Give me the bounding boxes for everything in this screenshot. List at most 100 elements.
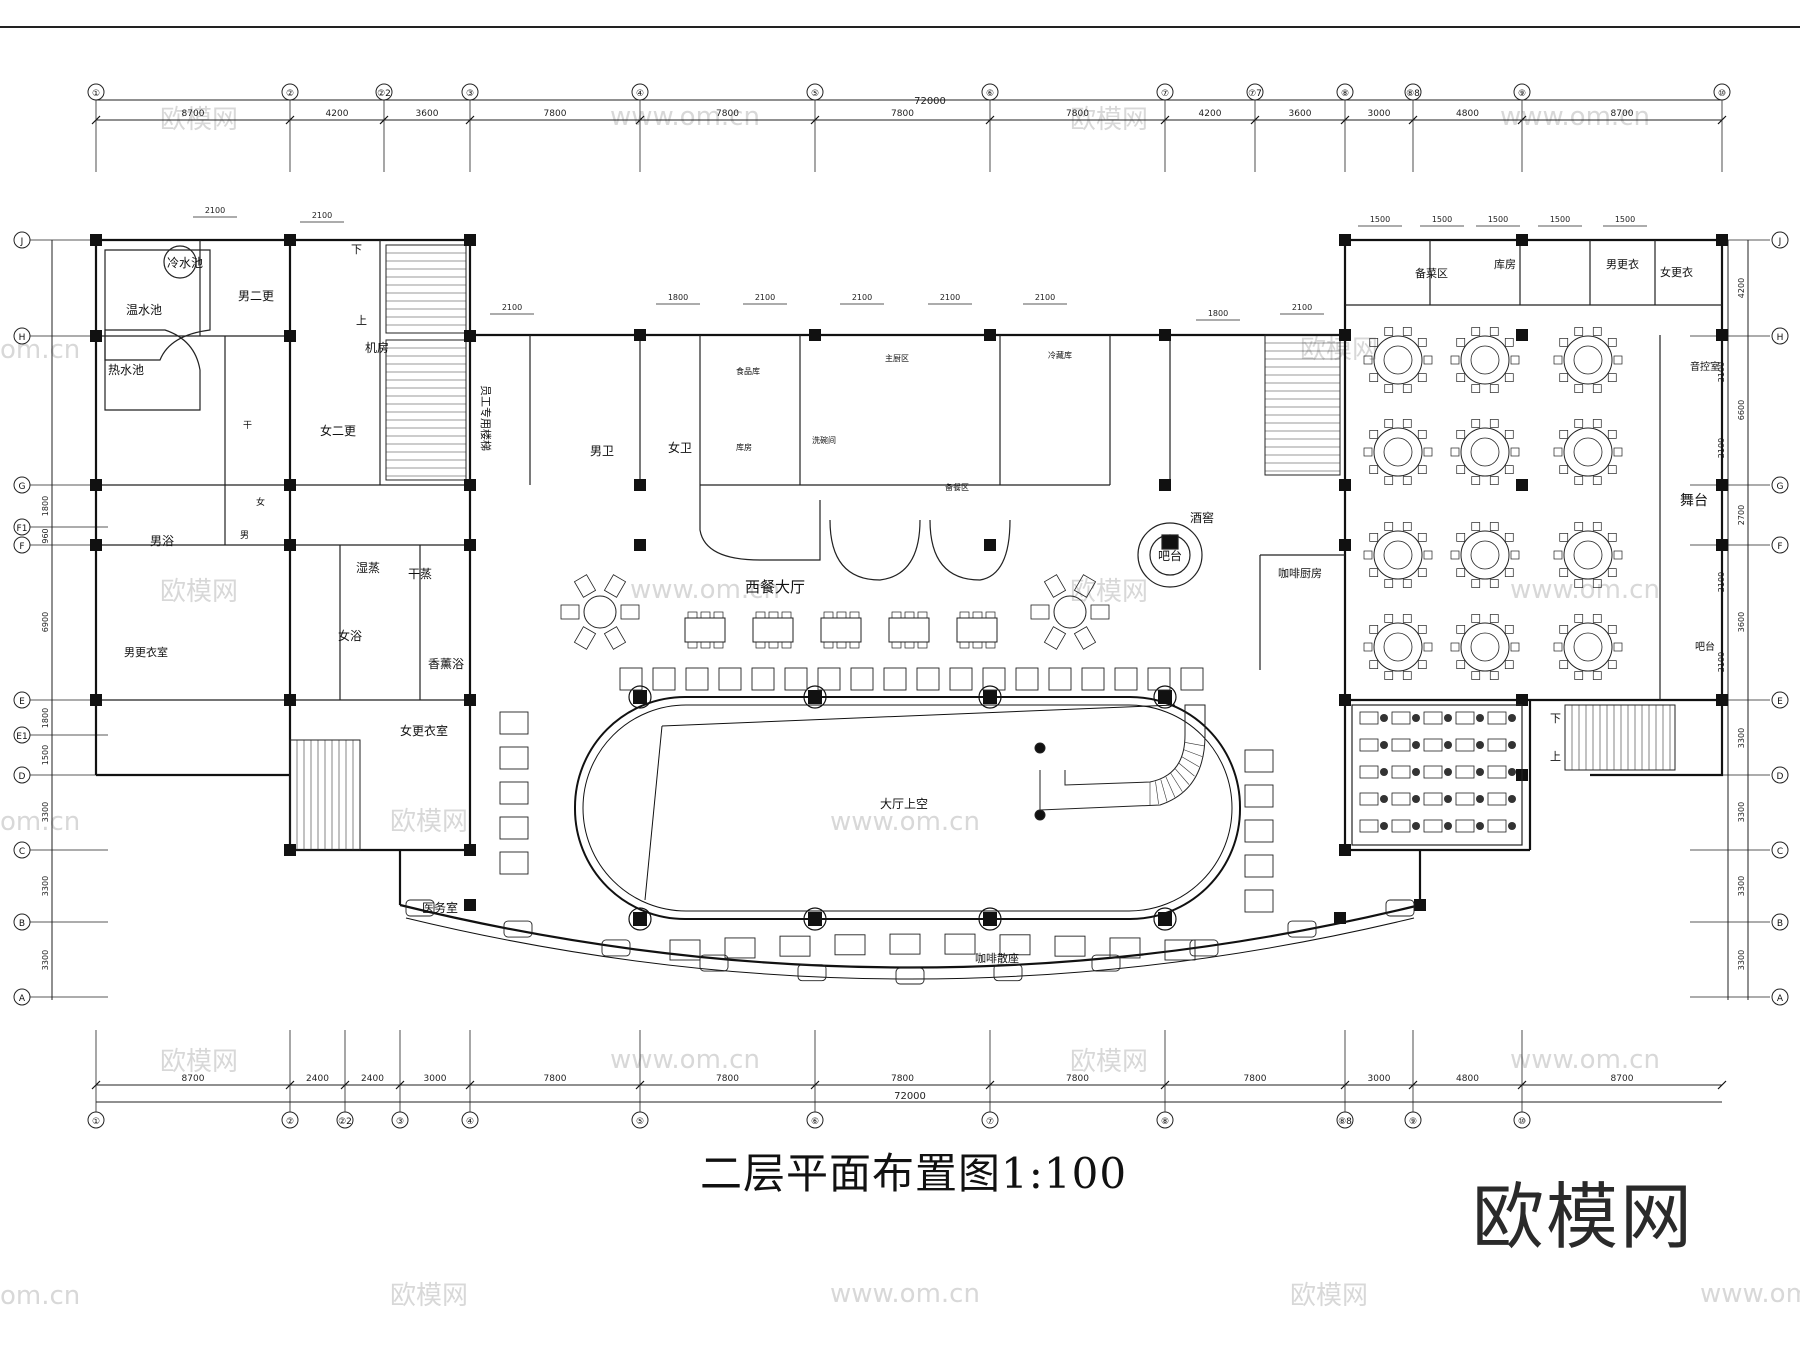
dining-table	[956, 617, 998, 643]
side-table	[499, 711, 529, 735]
row-bubble	[1771, 988, 1789, 1006]
column	[984, 329, 996, 341]
chair	[1456, 465, 1466, 474]
sofa-seat	[895, 967, 925, 985]
dimension-label: 7800	[891, 1074, 914, 1084]
coffee-table	[999, 934, 1031, 956]
row-label: J	[20, 237, 24, 247]
room-label-women-mini: 女	[256, 496, 265, 508]
building-walls	[94, 238, 1724, 980]
spiral-tread	[1174, 768, 1190, 785]
column	[284, 330, 296, 342]
dining-table	[949, 667, 973, 691]
chair	[1450, 447, 1460, 457]
chair	[1384, 579, 1394, 588]
stair-label-up: 上	[356, 314, 367, 327]
axis-label: ⑩	[1718, 89, 1726, 99]
chair	[1402, 419, 1412, 428]
dining-table	[752, 617, 794, 643]
chair	[1402, 579, 1412, 588]
dimension-label: 7800	[1066, 109, 1089, 119]
chair	[1450, 355, 1460, 365]
round-table	[1460, 530, 1510, 580]
chair	[1384, 327, 1394, 336]
watermark: www.om.cn	[1510, 1045, 1660, 1075]
room-label-dry: 干	[243, 420, 252, 431]
cafe-stool	[1444, 795, 1452, 803]
round-table-top	[1573, 632, 1603, 662]
cluster-seat	[1043, 574, 1067, 598]
room-label-men-locker: 男更衣室	[124, 645, 168, 659]
chair	[849, 641, 860, 649]
cafe-table	[1359, 765, 1379, 779]
column	[1339, 479, 1351, 491]
chair	[1417, 568, 1427, 577]
cafe-stool	[1412, 795, 1420, 803]
chair	[836, 641, 847, 649]
chair	[1369, 465, 1379, 474]
column	[464, 479, 476, 491]
room-label-prep: 备餐区	[945, 482, 969, 492]
column	[464, 899, 476, 911]
round-table-top	[1573, 345, 1603, 375]
dimension-label: 3000	[424, 1074, 447, 1084]
chair	[1402, 614, 1412, 623]
row-bubble	[1771, 766, 1789, 784]
spiral-tread	[1165, 776, 1176, 798]
dimension-label: 4200	[1199, 109, 1222, 119]
opening-dimension-label: 2100	[852, 293, 872, 302]
column	[1339, 329, 1351, 341]
cafe-table	[1487, 819, 1507, 833]
room-label-steam: 湿蒸	[356, 560, 380, 575]
axis-label: ⑨	[1518, 89, 1526, 99]
dining-table	[784, 667, 808, 691]
chair	[1489, 579, 1499, 588]
dimension-label: 8700	[1611, 1074, 1634, 1084]
room-label-coffee-kitchen: 咖啡厨房	[1278, 566, 1322, 580]
chair	[1384, 671, 1394, 680]
cafe-table	[1455, 819, 1475, 833]
axis-label: ⑥	[811, 1117, 819, 1127]
atrium-void	[574, 696, 1241, 920]
axis-label: ③	[466, 89, 474, 99]
chair	[1471, 579, 1481, 588]
pools	[104, 245, 211, 411]
column	[634, 479, 646, 491]
cafe-table-grid	[1351, 704, 1523, 846]
axis-bubble	[281, 1111, 299, 1129]
chair	[985, 641, 996, 649]
watermarks: 欧模网 www.om.cn 欧模网 www.om.cn om.cn 欧模网 欧模…	[0, 102, 1800, 1311]
cafe-table	[1455, 792, 1475, 806]
cafe-table	[1487, 792, 1507, 806]
column-ring	[978, 907, 1002, 931]
cafe-stool	[1380, 768, 1388, 776]
room-label-women-dress: 女更衣	[1660, 265, 1693, 279]
chair	[713, 641, 724, 649]
axis-label: ④	[466, 1117, 474, 1127]
stair-label-down: 下	[351, 243, 362, 256]
side-table	[1244, 784, 1274, 808]
column	[464, 330, 476, 342]
chair	[1607, 465, 1617, 474]
dimension-label: 1500	[41, 745, 50, 765]
round-table	[1373, 427, 1423, 477]
row-label: G	[19, 482, 26, 492]
dimension-label: 4800	[1456, 1074, 1479, 1084]
column	[284, 234, 296, 246]
bottom-total-dimension: 72000	[894, 1091, 926, 1102]
column	[633, 912, 647, 926]
opening-dimension-label: 2100	[1035, 293, 1055, 302]
dining-table	[652, 667, 676, 691]
side-table	[499, 851, 529, 875]
dining-table	[619, 667, 643, 691]
chair	[1456, 660, 1466, 669]
round-table-top	[1470, 540, 1500, 570]
chair	[1417, 625, 1427, 634]
cluster-seat	[560, 604, 580, 620]
chair	[687, 641, 698, 649]
chair	[917, 611, 928, 619]
column	[1158, 912, 1172, 926]
row-bubble	[1771, 231, 1789, 249]
cluster-seat	[1090, 604, 1110, 620]
